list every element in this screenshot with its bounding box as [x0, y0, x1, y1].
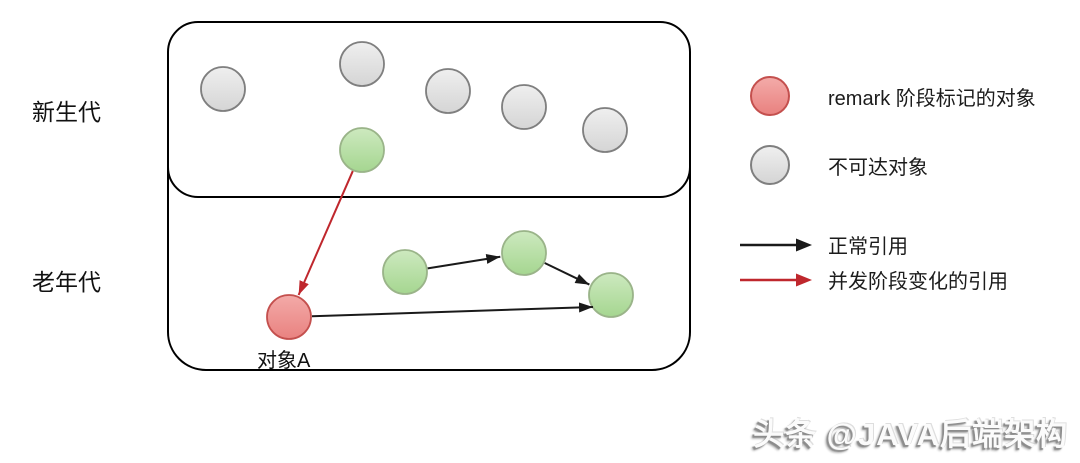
legend-item-unreachable-object: 不可达对象	[740, 145, 928, 185]
object-node-g-old-3	[588, 272, 634, 318]
object-node-u5	[582, 107, 628, 153]
remark-object-circle-icon	[740, 76, 812, 116]
object-node-u2	[339, 41, 385, 87]
unreachable-object-circle-icon	[740, 145, 812, 185]
diagram-nodes-layer	[200, 41, 634, 340]
watermark-text: 头条 @JAVA后端架构	[753, 417, 1068, 452]
legend-item-remark-object: remark 阶段标记的对象	[740, 76, 1036, 116]
object-a-label: 对象A	[257, 350, 311, 372]
young-gen-label: 新生代	[32, 99, 101, 125]
diagram-boxes-layer	[167, 21, 691, 371]
object-node-u3	[425, 68, 471, 114]
diagram-edges-layer	[297, 170, 594, 318]
object-node-g-old-1	[382, 249, 428, 295]
legend-item-label: remark 阶段标记的对象	[828, 87, 1036, 110]
reference-arrow-g-young-to-obj-a	[297, 170, 354, 296]
legend-item-changed-reference: 并发阶段变化的引用	[740, 265, 1008, 294]
changed-reference-arrow-icon	[740, 272, 812, 288]
object-node-u1	[200, 66, 246, 112]
legend-item-label: 不可达对象	[828, 156, 928, 179]
normal-reference-arrow-icon	[740, 237, 812, 253]
legend-item-label: 并发阶段变化的引用	[828, 271, 1008, 293]
old-gen-label: 老年代	[32, 269, 101, 295]
reference-arrow-obj-a-to-g-old-3	[311, 302, 594, 318]
reference-arrow-g-old-2-to-g-old-3	[544, 262, 590, 286]
object-node-u4	[501, 84, 547, 130]
object-node-g-old-2	[501, 230, 547, 276]
legend-item-normal-reference: 正常引用	[740, 230, 908, 259]
reference-arrow-g-old-1-to-g-old-2	[427, 254, 501, 270]
legend: remark 阶段标记的对象不可达对象正常引用并发阶段变化的引用	[740, 76, 1076, 296]
young-gen-box	[167, 21, 691, 198]
object-node-g-young	[339, 127, 385, 173]
object-node-obj-a	[266, 294, 312, 340]
legend-item-label: 正常引用	[828, 236, 908, 258]
